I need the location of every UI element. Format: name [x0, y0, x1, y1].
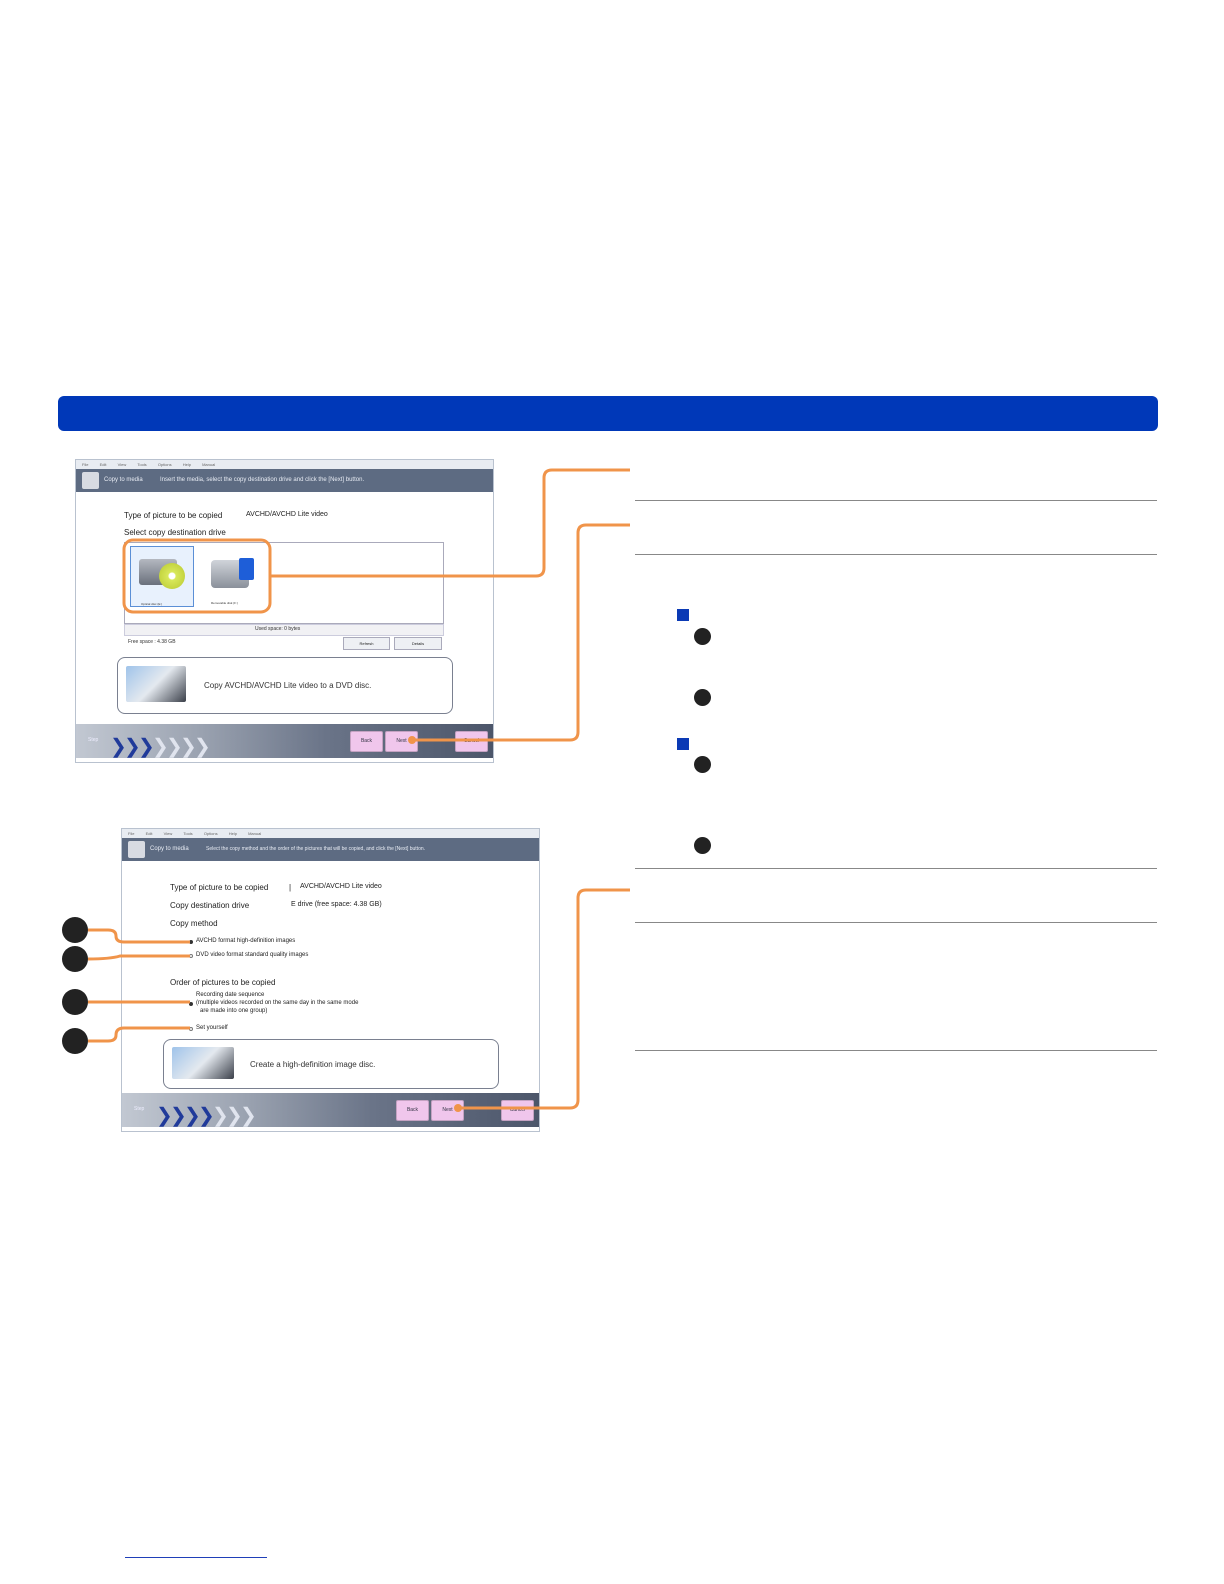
message-box: Copy AVCHD/AVCHD Lite video to a DVD dis… — [117, 657, 453, 714]
drive-removable-disk[interactable]: Removable disk (F:) — [205, 546, 267, 605]
copy-to-media-icon — [128, 841, 145, 858]
refresh-button[interactable]: Refresh — [343, 637, 390, 650]
divider-3 — [635, 868, 1157, 869]
back-button[interactable]: Back — [396, 1100, 429, 1121]
divider-2 — [635, 554, 1157, 555]
menu-manual[interactable]: Manual — [202, 462, 216, 467]
dvd-copy-icon — [126, 666, 186, 702]
menu-options[interactable]: Options — [157, 462, 172, 467]
details-button[interactable]: Details — [394, 637, 442, 650]
drive-list: Optical disc (E:) Removable disk (F:) — [124, 542, 444, 624]
screenshot-copy-destination: File Edit View Tools Options Help Manual… — [75, 459, 494, 763]
menu-view[interactable]: View — [117, 462, 127, 467]
bullet-square-2 — [677, 738, 689, 750]
next-callout-line-1 — [412, 523, 630, 742]
menu-tools[interactable]: Tools — [183, 831, 193, 836]
bullet-dot-4 — [694, 837, 711, 854]
option1-line — [88, 928, 190, 944]
step-progress-icon: ❯❯❯ ❯❯ ❯❯ — [156, 1105, 257, 1127]
drive-optical-disc[interactable]: Optical disc (E:) — [130, 546, 194, 607]
type-label: Type of picture to be copied — [124, 511, 223, 520]
type-separator: | — [289, 883, 292, 892]
type-value: AVCHD/AVCHD Lite video — [246, 511, 328, 518]
step-label: Step — [88, 737, 99, 743]
used-space-text: Used space: 0 bytes — [255, 626, 301, 632]
dest-label: Copy destination drive — [170, 901, 250, 910]
copy-method-label: Copy method — [170, 919, 218, 928]
app-name: Copy to media — [150, 846, 189, 852]
marker-2 — [62, 946, 88, 972]
next-callout-line-2 — [458, 888, 630, 1110]
menu-file[interactable]: File — [128, 831, 135, 836]
method-avchd-label[interactable]: AVCHD format high-definition images — [196, 938, 296, 944]
drive-callout-line — [270, 468, 630, 578]
marker-1 — [62, 917, 88, 943]
next-callout-dot-1 — [408, 736, 416, 744]
type-value: AVCHD/AVCHD Lite video — [300, 883, 382, 890]
drive1-label: Optical disc (E:) — [141, 602, 163, 606]
menu-tools[interactable]: Tools — [137, 462, 147, 467]
drive-highlight-box — [122, 538, 272, 614]
sd-card-icon — [239, 558, 254, 580]
back-button[interactable]: Back — [350, 731, 383, 752]
app-name: Copy to media — [104, 477, 143, 483]
select-drive-label: Select copy destination drive — [124, 528, 226, 537]
marker-3 — [62, 989, 88, 1015]
bullet-dot-2 — [694, 689, 711, 706]
menu-file[interactable]: File — [82, 462, 89, 467]
free-space-text: Free space : 4.38 GB — [128, 639, 176, 645]
type-label: Type of picture to be copied — [170, 883, 269, 892]
next-callout-dot-2 — [454, 1104, 462, 1112]
message-box: Create a high-definition image disc. — [163, 1039, 499, 1089]
order-label: Order of pictures to be copied — [170, 978, 276, 987]
step-label: Step — [134, 1106, 145, 1112]
divider-5 — [635, 1050, 1157, 1051]
divider-1 — [635, 500, 1157, 501]
title-bar: Copy to media Insert the media, select t… — [76, 469, 493, 492]
option2-line — [87, 954, 190, 961]
menu-edit[interactable]: Edit — [145, 831, 153, 836]
screenshot-copy-method: File Edit View Tools Options Help Manual… — [121, 828, 540, 1132]
cancel-button[interactable]: Cancel — [501, 1100, 534, 1121]
divider-4 — [635, 922, 1157, 923]
instruction-text: Select the copy method and the order of … — [206, 846, 426, 852]
menu-bar: File Edit View Tools Options Help Manual — [76, 460, 493, 469]
menu-help[interactable]: Help — [182, 462, 191, 467]
drive2-label: Removable disk (F:) — [211, 601, 238, 605]
message-text: Create a high-definition image disc. — [250, 1060, 376, 1069]
menu-view[interactable]: View — [163, 831, 173, 836]
bullet-dot-1 — [694, 628, 711, 645]
used-space-bar: Used space: 0 bytes — [124, 624, 444, 636]
order-date-line2: (multiple videos recorded on the same da… — [196, 1000, 359, 1006]
section-header-bar — [58, 396, 1158, 431]
order-date-line1[interactable]: Recording date sequence — [196, 992, 265, 998]
option4-line — [88, 1026, 190, 1043]
order-date-radio[interactable] — [189, 1002, 193, 1006]
order-self-label[interactable]: Set yourself — [196, 1025, 228, 1031]
bullet-square-1 — [677, 609, 689, 621]
method-dvd-label[interactable]: DVD video format standard quality images — [196, 952, 309, 958]
menu-edit[interactable]: Edit — [99, 462, 107, 467]
disc-icon — [159, 563, 185, 589]
marker-4 — [62, 1028, 88, 1054]
footer-link-underline[interactable] — [125, 1557, 267, 1558]
menu-bar: File Edit View Tools Options Help Manual — [122, 829, 539, 838]
dest-value: E drive (free space: 4.38 GB) — [291, 901, 382, 908]
message-text: Copy AVCHD/AVCHD Lite video to a DVD dis… — [204, 681, 372, 690]
hd-disc-icon — [172, 1047, 234, 1079]
order-date-line3: are made into one group) — [200, 1008, 268, 1014]
menu-options[interactable]: Options — [203, 831, 218, 836]
menu-manual[interactable]: Manual — [248, 831, 262, 836]
title-bar: Copy to media Select the copy method and… — [122, 838, 539, 861]
step-progress-icon: ❯❯❯ ❯❯ ❯❯ — [110, 736, 211, 758]
instruction-text: Insert the media, select the copy destin… — [160, 477, 365, 483]
bullet-dot-3 — [694, 756, 711, 773]
copy-to-media-icon — [82, 472, 99, 489]
menu-help[interactable]: Help — [228, 831, 237, 836]
method-avchd-radio[interactable] — [189, 940, 193, 944]
